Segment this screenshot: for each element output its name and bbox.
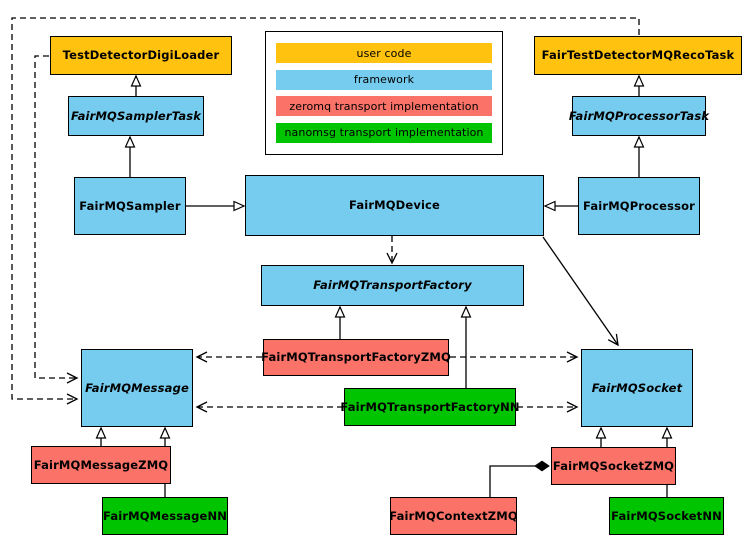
class-node-fairmqsocket[interactable]: FairMQSocket bbox=[581, 349, 693, 427]
class-node-label: TestDetectorDigiLoader bbox=[62, 48, 220, 63]
class-node-label: FairMQSocketNN bbox=[611, 508, 722, 523]
class-node-label: FairMQTransportFactoryZMQ bbox=[261, 350, 451, 365]
legend-item-nanomsg: nanomsg transport implementation bbox=[276, 122, 492, 143]
legend: user code framework zeromq transport imp… bbox=[265, 31, 503, 155]
class-node-label: FairMQMessage bbox=[85, 380, 189, 395]
class-node-fairmqsamplertask[interactable]: FairMQSamplerTask bbox=[68, 96, 204, 136]
class-node-fairmqsampler[interactable]: FairMQSampler bbox=[74, 177, 186, 235]
class-node-testdetectordigiloader[interactable]: TestDetectorDigiLoader bbox=[50, 36, 232, 75]
class-node-label: FairMQProcessorTask bbox=[568, 108, 710, 123]
legend-item-zeromq: zeromq transport implementation bbox=[276, 96, 492, 117]
legend-item-label: framework bbox=[353, 73, 415, 87]
legend-item-label: nanomsg transport implementation bbox=[284, 126, 484, 140]
legend-item-framework: framework bbox=[276, 69, 492, 90]
class-node-label: FairMQSampler bbox=[79, 198, 181, 213]
class-node-label: FairMQTransportFactory bbox=[313, 278, 472, 293]
class-node-fairmqtransportfactory[interactable]: FairMQTransportFactory bbox=[261, 265, 524, 306]
class-node-label: FairMQDevice bbox=[349, 198, 440, 213]
class-node-fairmqtransportfactorynn[interactable]: FairMQTransportFactoryNN bbox=[340, 388, 520, 426]
class-node-fairmqsocketnn[interactable]: FairMQSocketNN bbox=[609, 497, 724, 535]
class-node-fairmqmessagenn[interactable]: FairMQMessageNN bbox=[102, 497, 228, 535]
class-node-fairmqprocessor[interactable]: FairMQProcessor bbox=[578, 177, 700, 235]
class-node-label: FairMQSocket bbox=[591, 380, 683, 395]
class-node-label: FairMQSamplerTask bbox=[70, 108, 202, 123]
class-node-fairmqdevice[interactable]: FairMQDevice bbox=[245, 175, 544, 236]
class-node-fairmqcontextzmq[interactable]: FairMQContextZMQ bbox=[389, 497, 518, 535]
edge-device-to-socket bbox=[542, 236, 619, 347]
class-node-label: FairMQSocketZMQ bbox=[552, 458, 675, 473]
class-node-fairmqprocessortask[interactable]: FairMQProcessorTask bbox=[568, 96, 710, 136]
edge-socketzmq-composes-contextzmq bbox=[489, 460, 550, 497]
legend-item-label: zeromq transport implementation bbox=[289, 99, 479, 113]
legend-item-user-code: user code bbox=[276, 43, 492, 64]
class-node-fairmqsocketzmq[interactable]: FairMQSocketZMQ bbox=[551, 447, 676, 485]
class-node-label: FairMQProcessor bbox=[583, 198, 695, 213]
class-node-fairtestdetectormqrecotask[interactable]: FairTestDetectorMQRecoTask bbox=[534, 36, 742, 75]
class-node-label: FairTestDetectorMQRecoTask bbox=[541, 48, 735, 63]
class-node-label: FairMQMessageZMQ bbox=[33, 457, 169, 472]
class-node-label: FairMQTransportFactoryNN bbox=[340, 399, 520, 414]
class-node-label: FairMQContextZMQ bbox=[389, 508, 518, 523]
class-node-fairmqmessage[interactable]: FairMQMessage bbox=[81, 349, 193, 427]
class-node-fairmqmessagezmq[interactable]: FairMQMessageZMQ bbox=[31, 446, 171, 484]
legend-item-label: user code bbox=[356, 46, 412, 60]
class-node-label: FairMQMessageNN bbox=[103, 508, 227, 523]
class-node-fairmqtransportfactoryzmq[interactable]: FairMQTransportFactoryZMQ bbox=[261, 339, 451, 376]
